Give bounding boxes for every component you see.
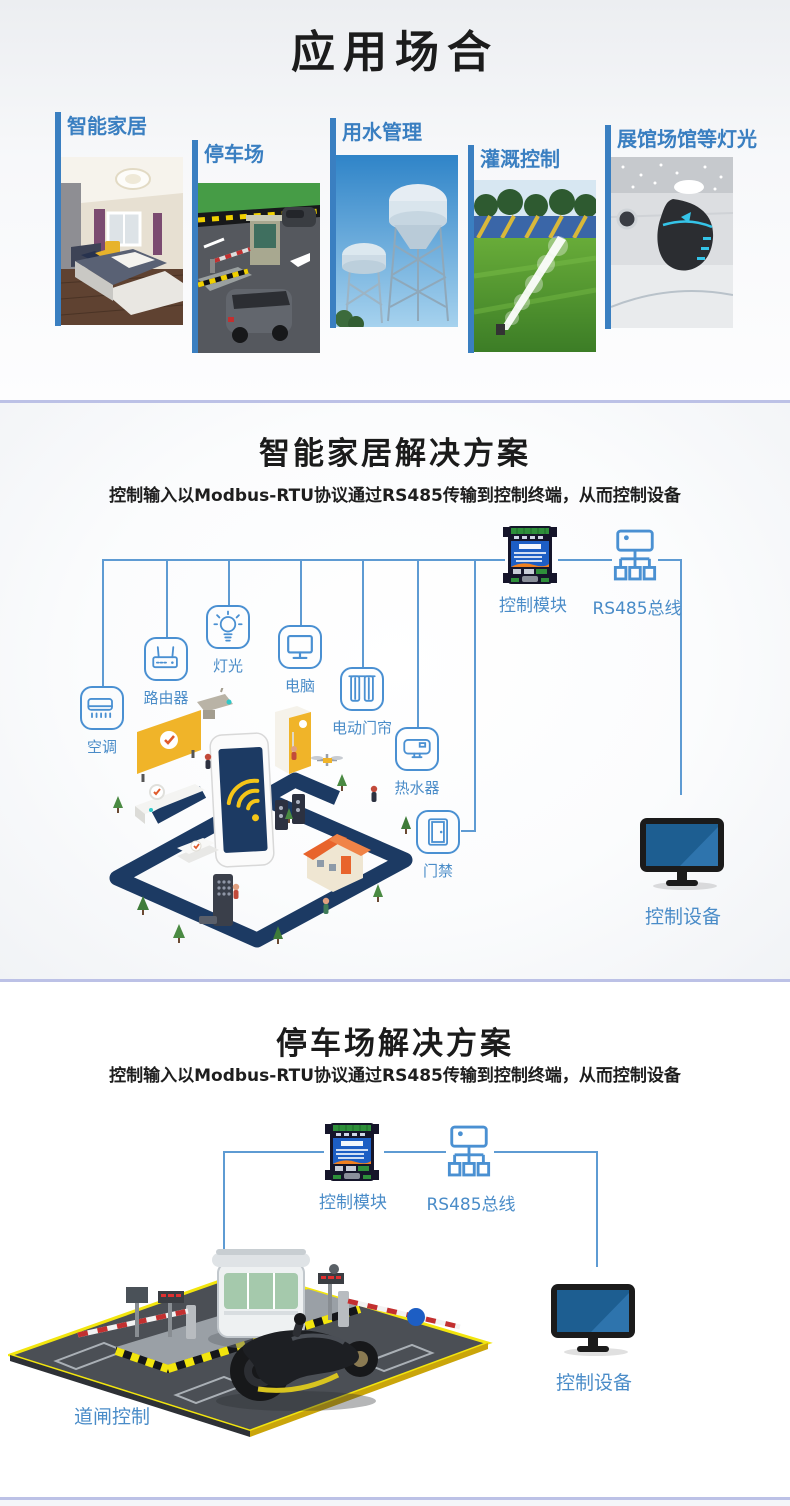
bus-line [494, 1151, 598, 1153]
bus-line [680, 559, 682, 795]
aircon-label: 空调 [86, 738, 117, 756]
drop-line [223, 1151, 225, 1252]
accent-bar [468, 145, 474, 353]
control-device-monitor-icon [638, 816, 728, 890]
accent-bar [55, 112, 61, 326]
section-divider [0, 1497, 790, 1500]
irrigation-photo [474, 180, 596, 352]
application-scenarios-section: 应用场合 智能家居 [0, 0, 790, 400]
drop-line [166, 559, 168, 637]
scenario-label: 用水管理 [342, 120, 422, 144]
scenario-label: 智能家居 [67, 114, 147, 138]
rs485-bus-icon [446, 1125, 492, 1177]
drop-line [300, 559, 302, 625]
scenario-label: 停车场 [204, 142, 264, 166]
heater-icon [395, 727, 439, 771]
section-divider [0, 400, 790, 403]
page-bottom-strip [0, 1500, 790, 1506]
rs485-bus-label: RS485总线 [426, 1195, 516, 1215]
accent-bar [330, 118, 336, 328]
drop-line [362, 559, 364, 667]
drop-line [417, 559, 419, 727]
drop-line [596, 1151, 598, 1267]
bus-line [384, 1151, 446, 1153]
door-access-label: 门禁 [422, 862, 453, 880]
exhibition-lighting-photo [611, 157, 733, 328]
control-module-icon [502, 526, 558, 584]
smart-home-solution-title: 智能家居解决方案 [259, 436, 531, 472]
curtain-label: 电动门帘 [331, 719, 392, 737]
bus-line [103, 559, 505, 561]
curtain-icon [340, 667, 384, 711]
drop-line [474, 559, 476, 832]
drop-line [228, 559, 230, 605]
router-icon [144, 637, 188, 681]
drop-line [102, 559, 104, 686]
page-title: 应用场合 [291, 27, 499, 78]
smart-home-photo [61, 157, 183, 325]
parking-solution-title: 停车场解决方案 [276, 1026, 514, 1062]
scenario-label: 展馆场馆等灯光 [617, 127, 757, 151]
heater-label: 热水器 [394, 779, 440, 797]
smart-home-illustration [85, 688, 435, 960]
control-device-monitor-icon [549, 1282, 639, 1356]
control-device-label: 控制设备 [555, 1372, 632, 1394]
parking-solution-subtitle: 控制输入以Modbus-RTU协议通过RS485传输到控制终端，从而控制设备 [109, 1066, 681, 1086]
aircon-icon [80, 686, 124, 730]
control-module-icon [324, 1123, 380, 1181]
computer-label: 电脑 [284, 677, 315, 695]
accent-bar [192, 140, 198, 353]
control-device-label: 控制设备 [644, 906, 721, 928]
smart-home-solution-subtitle: 控制输入以Modbus-RTU协议通过RS485传输到控制终端，从而控制设备 [109, 486, 681, 506]
drop-line [461, 830, 476, 832]
bus-line [558, 559, 612, 561]
door-access-icon [416, 810, 460, 854]
control-module-label: 控制模块 [319, 1193, 387, 1213]
bus-line [658, 559, 682, 561]
light-label: 灯光 [212, 657, 243, 675]
parking-lot-photo [198, 183, 320, 353]
computer-icon [278, 625, 322, 669]
control-module-label: 控制模块 [499, 596, 567, 616]
light-icon [206, 605, 250, 649]
rs485-bus-icon [612, 529, 658, 581]
gate-control-label: 道闸控制 [73, 1406, 150, 1428]
accent-bar [605, 125, 611, 329]
bus-line [223, 1151, 324, 1153]
parking-gate-illustration [8, 1243, 493, 1438]
section-divider [0, 979, 790, 982]
scenario-label: 灌溉控制 [480, 147, 560, 171]
rs485-bus-label: RS485总线 [592, 599, 682, 619]
water-management-photo [336, 155, 458, 327]
router-label: 路由器 [143, 689, 189, 707]
